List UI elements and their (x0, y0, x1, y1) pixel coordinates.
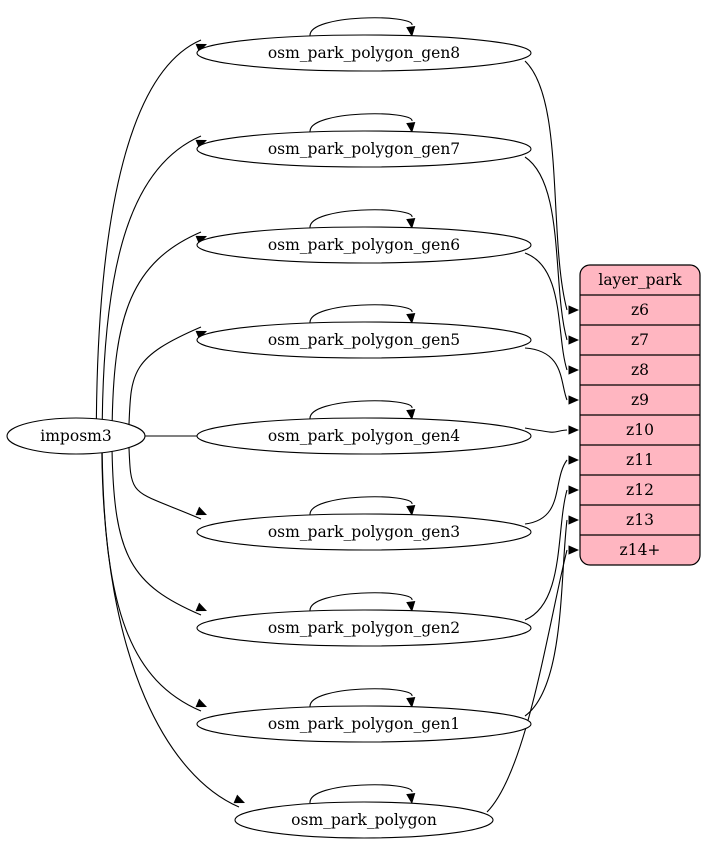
edge-imposm3-to-node (128, 446, 202, 520)
arrowhead-self-loop (406, 26, 416, 37)
node-ellipse[interactable] (234, 801, 494, 839)
edge-node-to-table-row (524, 459, 568, 525)
node-ellipse[interactable] (196, 130, 532, 168)
edge-node-to-table-row (524, 60, 568, 311)
edge-node-to-table-row (524, 519, 568, 717)
node-osm_park_polygon_gen3[interactable]: osm_park_polygon_gen3 (196, 496, 532, 551)
self-loop-edge (309, 17, 413, 37)
arrowhead-imposm3-to-node (195, 602, 207, 612)
node-ellipse[interactable] (196, 34, 532, 72)
arrowhead-node-to-table-row (568, 395, 579, 405)
node-osm_park_polygon_gen7[interactable]: osm_park_polygon_gen7 (196, 113, 532, 168)
arrowhead-node-to-table-row (568, 485, 579, 495)
table-row-label[interactable]: z9 (631, 391, 649, 409)
arrowhead-node-to-table-row (568, 425, 579, 435)
arrowhead-node-to-table-row (568, 515, 579, 525)
arrowhead-node-to-table-row (568, 545, 579, 555)
layer-park-table[interactable]: layer_park z6 z7 z8 z9 z10 z11 z12 z13 z14+ (579, 264, 701, 566)
edge-imposm3-to-node (101, 452, 202, 712)
node-osm_park_polygon[interactable]: osm_park_polygon (234, 784, 494, 839)
edge-node-to-table-row (524, 489, 568, 621)
node-ellipse[interactable] (196, 226, 532, 264)
node-ellipse[interactable] (196, 417, 532, 455)
node-label: osm_park_polygon_gen6 (268, 236, 460, 254)
arrowhead-self-loop (406, 505, 416, 516)
source-node-ellipse[interactable] (6, 417, 146, 455)
node-ellipse[interactable] (196, 705, 532, 743)
node-osm_park_polygon_gen4[interactable]: osm_park_polygon_gen4 (196, 400, 532, 455)
node-ellipse[interactable] (196, 513, 532, 551)
edge-imposm3-to-node (128, 326, 202, 426)
node-label: osm_park_polygon_gen2 (268, 619, 460, 637)
node-osm_park_polygon_gen6[interactable]: osm_park_polygon_gen6 (196, 209, 532, 264)
self-loop-edge (309, 496, 413, 516)
source-node-label: imposm3 (40, 427, 111, 445)
arrowhead-self-loop (406, 697, 416, 708)
arrowhead-node-to-table-row (568, 365, 579, 375)
self-loop-edge (309, 688, 413, 708)
self-loop-edge (309, 400, 413, 420)
self-loop-edge (309, 113, 413, 133)
edge-imposm3-to-node (101, 135, 202, 420)
node-label: osm_park_polygon_gen7 (268, 140, 460, 158)
table-row-label[interactable]: z12 (626, 481, 654, 499)
edge-imposm3-to-node (95, 39, 202, 420)
table-row-label[interactable]: z8 (631, 361, 649, 379)
arrowhead-self-loop (406, 793, 416, 804)
node-imposm3[interactable]: imposm3 (6, 417, 146, 455)
node-label: osm_park_polygon_gen8 (268, 44, 460, 62)
arrowhead-imposm3-to-node (233, 794, 245, 804)
node-osm_park_polygon_gen1[interactable]: osm_park_polygon_gen1 (196, 688, 532, 743)
node-osm_park_polygon_gen2[interactable]: osm_park_polygon_gen2 (196, 592, 532, 647)
node-label: osm_park_polygon_gen4 (268, 427, 460, 445)
self-loop-edge (309, 209, 413, 229)
node-ellipse[interactable] (196, 321, 532, 359)
table-row-label[interactable]: z7 (631, 331, 649, 349)
node-osm_park_polygon_gen8[interactable]: osm_park_polygon_gen8 (196, 17, 532, 72)
self-loop-edge (309, 304, 413, 324)
table-row-label[interactable]: z6 (631, 301, 649, 319)
node-label: osm_park_polygon_gen3 (268, 523, 460, 541)
table-row-label[interactable]: z13 (626, 511, 654, 529)
self-loop-edge (309, 784, 413, 804)
node-ellipse[interactable] (196, 609, 532, 647)
arrowhead-node-to-table-row (568, 455, 579, 465)
node-label: osm_park_polygon (291, 811, 437, 829)
arrowhead-self-loop (406, 313, 416, 324)
edge-node-to-table-row (524, 347, 568, 401)
edge-node-to-table-row (486, 549, 568, 813)
edge-imposm3-to-node (101, 452, 240, 808)
arrowhead-node-to-table-row (568, 305, 579, 315)
arrowhead-self-loop (406, 409, 416, 420)
edge-node-to-table-row (524, 156, 568, 341)
arrowhead-imposm3-to-node (195, 698, 207, 708)
table-row-label[interactable]: z14+ (620, 541, 661, 559)
arrowhead-self-loop (406, 122, 416, 133)
node-osm_park_polygon_gen5[interactable]: osm_park_polygon_gen5 (196, 304, 532, 359)
table-header-label: layer_park (598, 271, 682, 289)
arrowhead-node-to-table-row (568, 335, 579, 345)
arrowhead-self-loop (406, 601, 416, 612)
self-loop-edge (309, 592, 413, 612)
arrowhead-imposm3-to-node (195, 506, 207, 516)
table-row-label[interactable]: z11 (626, 451, 654, 469)
table-row-label[interactable]: z10 (626, 421, 654, 439)
node-label: osm_park_polygon_gen1 (268, 715, 460, 733)
edge-node-to-table-row (524, 427, 568, 433)
arrowhead-self-loop (406, 218, 416, 229)
node-label: osm_park_polygon_gen5 (268, 331, 460, 349)
edge-imposm3-to-node (111, 450, 202, 616)
edge-node-to-table-row (524, 252, 568, 371)
edge-imposm3-to-node (111, 231, 202, 422)
